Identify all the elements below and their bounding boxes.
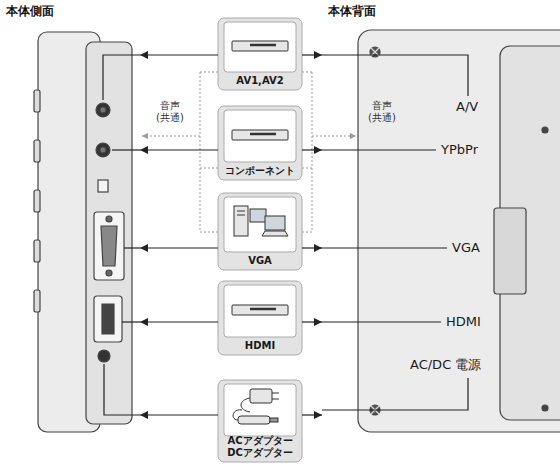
- view-heading: 本体側面: [6, 4, 134, 18]
- port-label: A/V: [456, 99, 478, 115]
- adapter-icon: [233, 389, 279, 424]
- source-box: AV1,AV2: [218, 18, 302, 90]
- connector-arrow: [140, 321, 218, 322]
- connector-arrow: [302, 414, 322, 415]
- connector-arrow: [302, 54, 322, 55]
- audio-note: 音声 (共通): [364, 100, 400, 124]
- source-box: HDMI: [218, 281, 302, 355]
- side-view: [34, 32, 132, 432]
- port-label: YPbPr: [441, 142, 478, 158]
- player-icons: [232, 41, 288, 315]
- connector-arrow: [140, 247, 218, 248]
- power-box: ACアダプター DCアダプター: [218, 380, 302, 462]
- box-label: VGA: [248, 255, 272, 267]
- back-view: [358, 30, 560, 432]
- computer-icon: [234, 206, 288, 236]
- box-label: AV1,AV2: [236, 75, 283, 87]
- back-view-panel: 本体背面: [322, 0, 560, 440]
- box-label: コンポーネント: [225, 165, 295, 177]
- connector-arrow: [140, 54, 218, 55]
- view-heading: 本体背面: [328, 4, 554, 18]
- port-label: VGA: [452, 240, 480, 256]
- connector-arrow: [140, 149, 218, 150]
- source-box: VGA: [218, 193, 302, 270]
- back-leader-lines: [322, 55, 468, 410]
- box-label: ACアダプター DCアダプター: [222, 435, 298, 459]
- side-view-panel: 本体側面: [0, 0, 140, 440]
- connector-arrow: [140, 414, 218, 415]
- port-label: HDMI: [446, 314, 481, 330]
- box-grounds: [218, 18, 302, 462]
- source-box: コンポーネント: [218, 106, 302, 180]
- connector-arrow: [302, 247, 322, 248]
- side-leader-lines: [103, 55, 140, 415]
- connector-arrow: [302, 149, 322, 150]
- connector-arrow: [302, 321, 322, 322]
- power-label: AC/DC 電源: [410, 357, 481, 373]
- box-label: HDMI: [245, 340, 275, 352]
- audio-note: 音声 (共通): [152, 100, 188, 124]
